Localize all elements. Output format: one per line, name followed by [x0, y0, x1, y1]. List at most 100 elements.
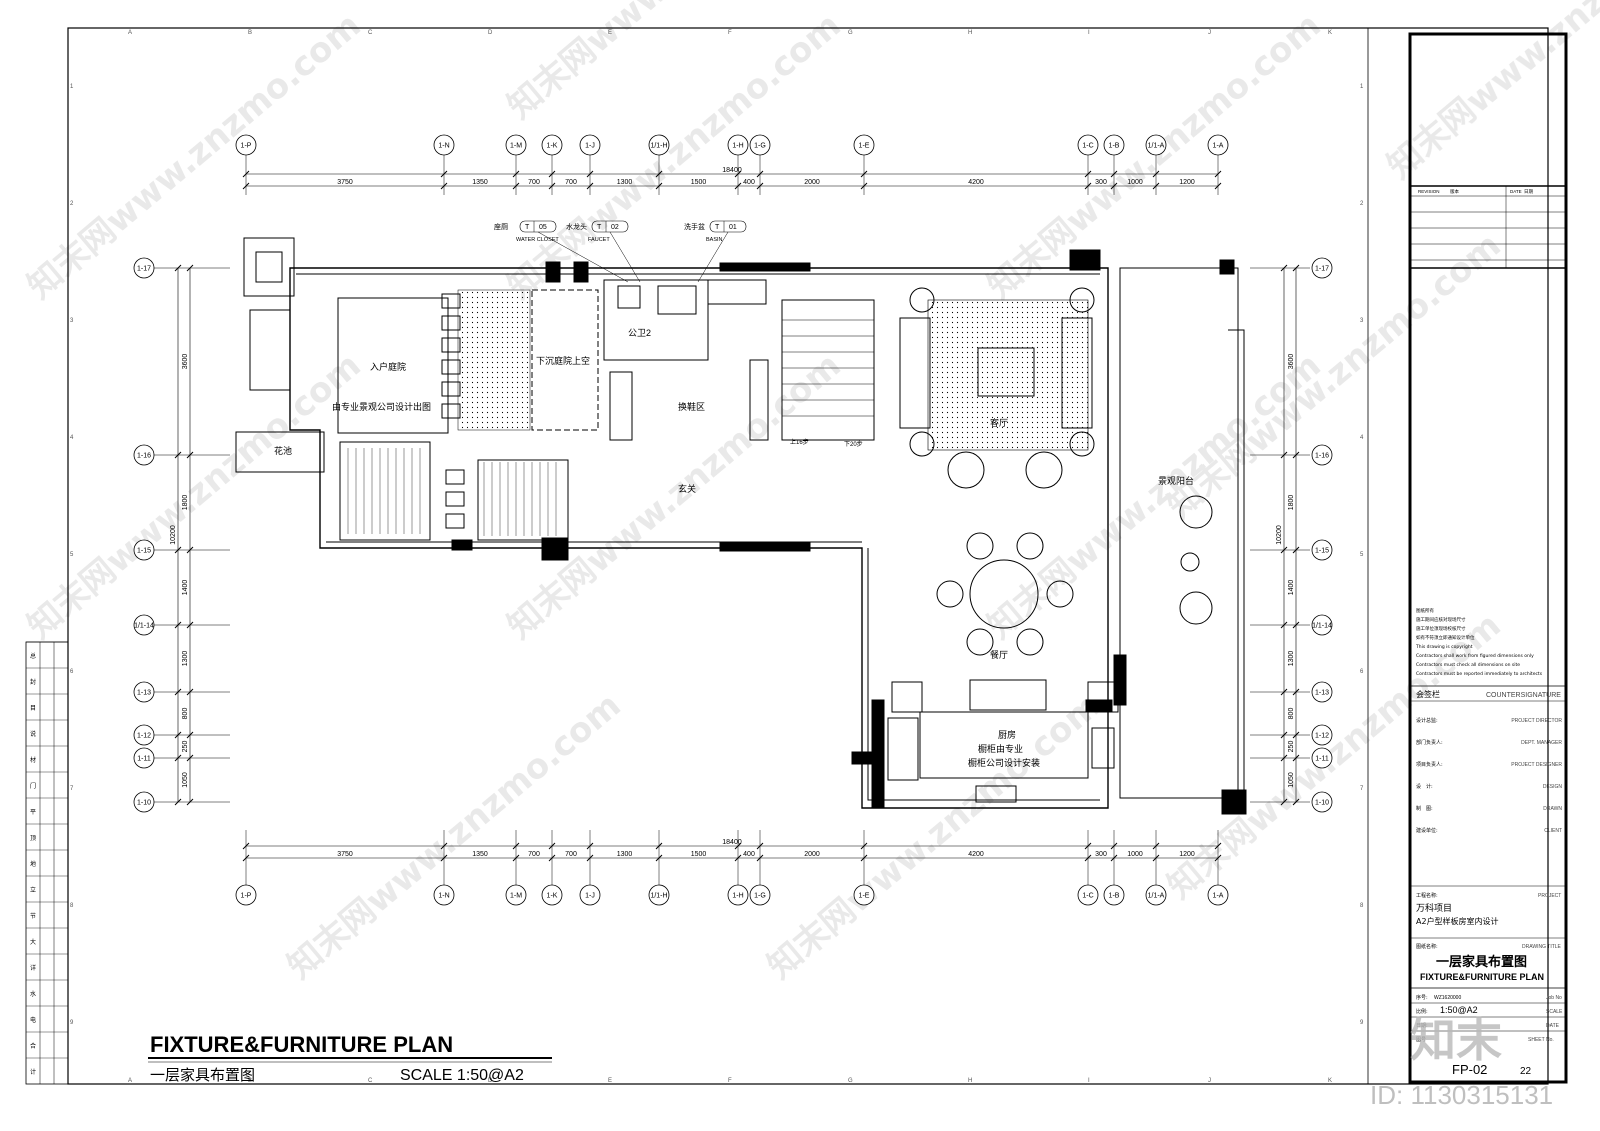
role-en: PROJECT DIRECTOR — [1511, 718, 1562, 724]
room-down-stairs: 下20步 — [844, 440, 863, 448]
sheet-title-cn: 一层家具布置图 — [150, 1066, 255, 1084]
grid-bubble-label: 1-17 — [1315, 266, 1329, 273]
role-en: DRAWN — [1543, 806, 1562, 812]
frame-row-number: 3 — [70, 318, 74, 324]
role-en: DESIGN — [1543, 784, 1563, 790]
grid-bubble-label: 1-10 — [1315, 800, 1329, 807]
watermark-logo: 知末 — [1410, 1013, 1502, 1067]
grid-bubble: 1-16 — [1311, 444, 1333, 466]
watermark-text: 知末网www.znzmo.com — [20, 5, 369, 307]
column — [1085, 699, 1113, 713]
kitchen-counter — [919, 711, 1089, 779]
dimension-text: 300 — [1095, 851, 1107, 858]
title-block-note: 施工单位须现场校核尺寸 — [1416, 625, 1466, 632]
grid-bubble: 1-P — [235, 884, 257, 906]
watermark-id: ID: 1130315131 — [1370, 1080, 1553, 1110]
left-strip-cell: 目 — [30, 705, 36, 712]
fixture-tag-code: 05 — [539, 224, 547, 231]
grid-bubble-label: 1-11 — [1315, 756, 1329, 763]
dimension-text: 1300 — [182, 651, 189, 667]
dining-chair — [1046, 580, 1074, 608]
grid-bubble: 1-17 — [1311, 257, 1333, 279]
grid-bubble-label: 1-P — [241, 893, 252, 900]
dimension-text: 700 — [528, 851, 540, 858]
frame-col-letter: K — [1328, 1078, 1332, 1084]
grid-bubble-label: 1-15 — [137, 548, 151, 555]
column — [545, 261, 561, 283]
staircase — [781, 299, 875, 441]
grid-bubble-label: 1-G — [754, 893, 766, 900]
rev-header: DATE — [1510, 189, 1522, 194]
dimension-text: 1200 — [1179, 179, 1195, 186]
coffee-table — [977, 347, 1035, 397]
title-block-note: This drawing is copyright — [1415, 644, 1473, 650]
dimension-text: 2000 — [804, 851, 820, 858]
garden-planter-inner — [255, 251, 283, 283]
grid-bubble-label: 1/1-14 — [1312, 623, 1332, 630]
room-kitchen-note: 橱柜公司设计安装 — [968, 757, 1040, 768]
job-label: 序号: — [1416, 994, 1428, 1001]
frame-col-letter: F — [728, 30, 732, 36]
dimension-text: 400 — [743, 851, 755, 858]
grid-bubble: 1/1-14 — [1311, 614, 1333, 636]
left-strip-cell: 水 — [30, 990, 36, 998]
title-block-note: Contractors must be reported immediately… — [1416, 671, 1543, 677]
grid-bubble: 1-A — [1207, 884, 1229, 906]
frame-row-number: 4 — [1360, 435, 1364, 441]
sofa-right — [1061, 317, 1093, 429]
date-label: 日期: — [1416, 1023, 1428, 1029]
grid-bubble: 1-G — [749, 884, 771, 906]
grid-bubble-label: 1-J — [585, 143, 595, 150]
frame-col-letter: F — [728, 1078, 732, 1084]
frame-col-letter: I — [1088, 30, 1090, 36]
job-value: WZ1620000 — [1434, 995, 1461, 1001]
armchair — [947, 451, 985, 489]
dimension-text: 700 — [528, 179, 540, 186]
sheet-title: FIXTURE&FURNITURE PLAN 一层家具布置图 SCALE 1:5… — [148, 1032, 552, 1084]
wc-room — [603, 279, 709, 361]
frame-row-number: 3 — [1360, 318, 1364, 324]
left-strip-cell: 计 — [30, 1068, 36, 1076]
frame-col-letter: G — [848, 1078, 853, 1084]
frame-row-number: 5 — [1360, 552, 1364, 558]
grid-bubble: 1-M — [505, 884, 527, 906]
left-strip-cell: 大 — [30, 938, 36, 946]
floor-plan — [235, 237, 1247, 815]
date-label-en: DATE — [1546, 1023, 1560, 1029]
lounge-chair — [1180, 552, 1200, 572]
column — [719, 262, 811, 272]
room-landscape-note: 由专业景观公司设计出图 — [332, 401, 431, 412]
left-strip-cell: 地 — [30, 860, 36, 868]
dining-chair — [966, 628, 994, 656]
dimension-total: 10200 — [170, 525, 177, 545]
grid-bubble: 1-10 — [1311, 791, 1333, 813]
grid-bubble: 1-16 — [133, 444, 155, 466]
grid-bubble: 1-11 — [1311, 747, 1333, 769]
grid-bubble-label: 1-E — [859, 893, 870, 900]
title-block-notes: 图纸所有施工期间应核对现场尺寸施工单位须现场校核尺寸如有不符须立即通知设计单位T… — [1415, 607, 1543, 677]
dimension-text: 400 — [743, 179, 755, 186]
dimension-text: 250 — [182, 741, 189, 753]
left-strip-cell: 合 — [30, 1042, 36, 1050]
frame-col-letter: D — [488, 30, 493, 36]
grid-bubble: 1-H — [727, 134, 749, 156]
side-table — [1069, 431, 1095, 457]
cabinet — [707, 279, 767, 305]
frame-row-number: 2 — [1360, 201, 1364, 207]
frame-row-number: 7 — [70, 786, 74, 792]
grid-bubble: 1-12 — [1311, 724, 1333, 746]
fixture-tag-code: 01 — [729, 224, 737, 231]
room-foyer: 玄关 — [678, 483, 696, 494]
rev-header: REVISION — [1418, 189, 1440, 194]
sheet-title-en: FIXTURE&FURNITURE PLAN — [150, 1032, 453, 1057]
grid-bubble: 1-B — [1103, 134, 1125, 156]
role-cn: 设计总监: — [1416, 717, 1438, 724]
fixture-tag-code: T — [715, 224, 720, 231]
role-cn: 部门负责人: — [1416, 739, 1443, 746]
grid-bubble-label: 1-10 — [137, 800, 151, 807]
frame-col-letter: E — [608, 30, 612, 36]
